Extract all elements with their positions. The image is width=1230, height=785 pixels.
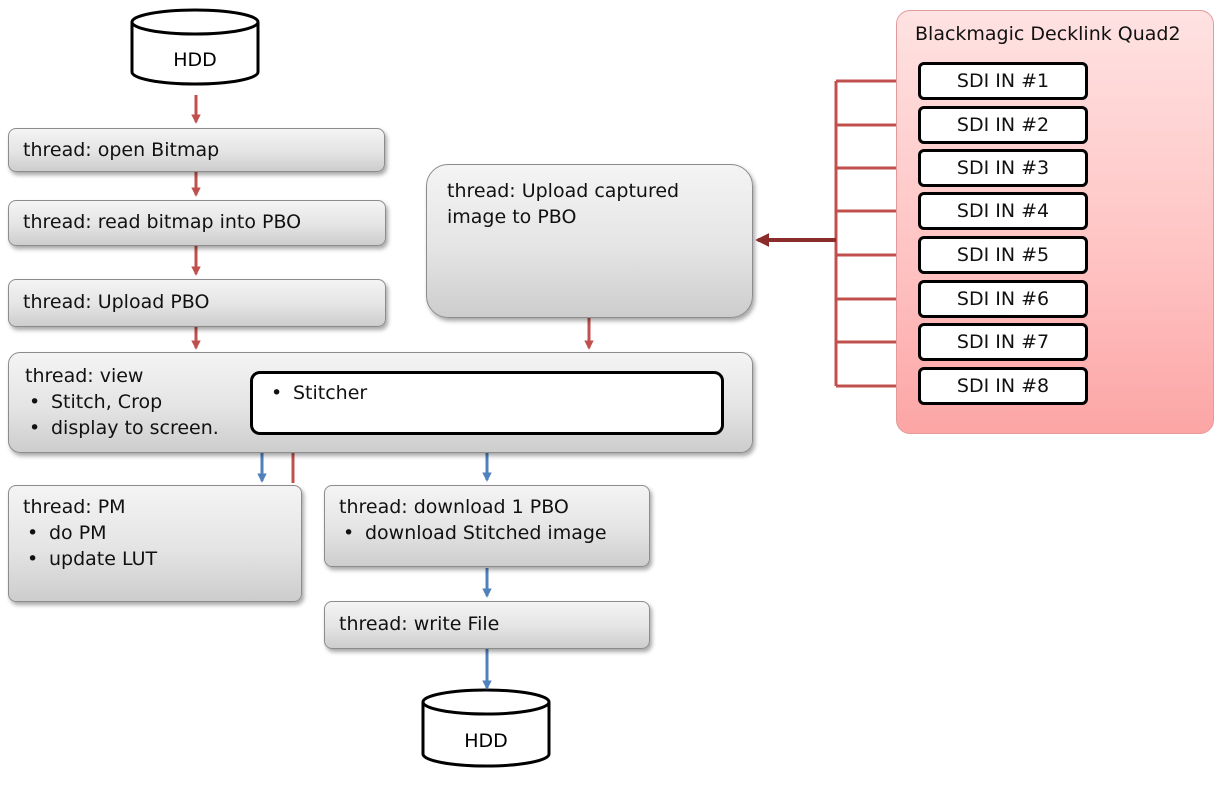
sdi-in-4: SDI IN #4 xyxy=(918,192,1088,230)
sdi-in-7: SDI IN #7 xyxy=(918,323,1088,361)
stitcher-label: Stitcher xyxy=(267,382,707,404)
thread-upload-pbo-label: thread: Upload PBO xyxy=(23,291,210,313)
thread-upload-pbo-box: thread: Upload PBO xyxy=(8,279,386,327)
sdi-in-6: SDI IN #6 xyxy=(918,280,1088,318)
thread-open-bitmap-label: thread: open Bitmap xyxy=(23,139,220,161)
thread-view-title: thread: view xyxy=(25,365,144,387)
sdi-in-8: SDI IN #8 xyxy=(918,367,1088,405)
thread-open-bitmap-box: thread: open Bitmap xyxy=(8,128,385,172)
sdi-in-2: SDI IN #2 xyxy=(918,106,1088,144)
hdd-bottom-label: HDD xyxy=(464,730,508,752)
hdd-top-label: HDD xyxy=(173,49,217,71)
stitcher-box: Stitcher xyxy=(250,371,724,435)
pm-bullet-update-lut: update LUT xyxy=(23,546,287,572)
thread-pm-title: thread: PM xyxy=(23,496,126,518)
thread-upload-captured-box: thread: Upload captured image to PBO xyxy=(426,164,753,318)
download-bullet-stitched: download Stitched image xyxy=(339,520,635,546)
thread-read-bitmap-box: thread: read bitmap into PBO xyxy=(8,200,386,246)
decklink-title: Blackmagic Decklink Quad2 xyxy=(915,23,1181,45)
hdd-bottom-cylinder: HDD xyxy=(421,688,551,768)
thread-download-title: thread: download 1 PBO xyxy=(339,496,569,518)
upload-captured-line2: image to PBO xyxy=(447,206,577,228)
view-bullet-stitch-crop: Stitch, Crop xyxy=(25,389,736,415)
thread-pm-box: thread: PM do PM update LUT xyxy=(8,485,302,602)
sdi-in-1: SDI IN #1 xyxy=(918,62,1088,100)
sdi-in-3: SDI IN #3 xyxy=(918,149,1088,187)
view-bullet-display: display to screen. xyxy=(25,415,736,441)
thread-write-file-label: thread: write File xyxy=(339,613,500,635)
sdi-in-5: SDI IN #5 xyxy=(918,236,1088,274)
upload-captured-line1: thread: Upload captured xyxy=(447,180,680,202)
thread-read-bitmap-label: thread: read bitmap into PBO xyxy=(23,211,302,233)
thread-write-file-box: thread: write File xyxy=(324,601,650,649)
hdd-top-cylinder: HDD xyxy=(130,8,260,86)
pm-bullet-do-pm: do PM xyxy=(23,520,287,546)
thread-download-box: thread: download 1 PBO download Stitched… xyxy=(324,485,650,567)
